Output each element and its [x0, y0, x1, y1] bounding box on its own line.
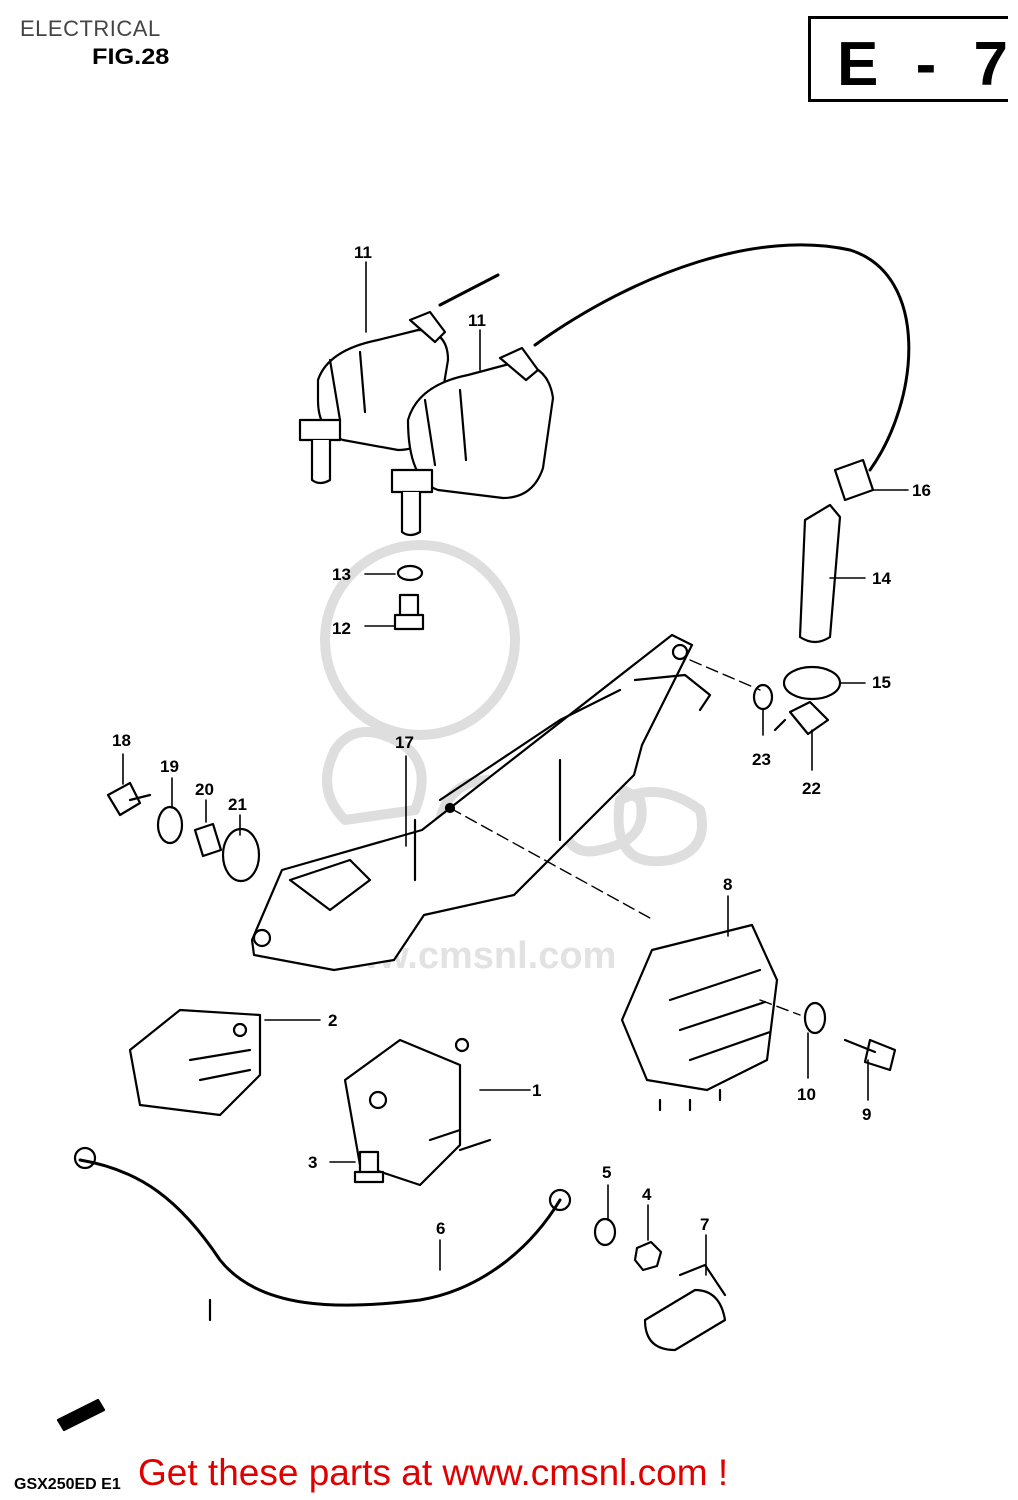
plug-cap-14 [798, 503, 842, 644]
terminal-cap-7 [643, 1263, 727, 1352]
callout-19: 19 [160, 757, 179, 776]
washer-10 [803, 1001, 827, 1035]
section-code: E - 7 [837, 30, 1018, 99]
plug-cap-base-15 [782, 665, 842, 701]
callout-13: 13 [332, 565, 351, 584]
callout-1: 1 [532, 1081, 541, 1100]
front-arrow [56, 1398, 106, 1432]
screw-12 [393, 593, 425, 631]
ignition-coil-front [390, 346, 555, 537]
category-title: ELECTRICAL [20, 16, 161, 41]
callout-20: 20 [195, 780, 214, 799]
nut-4 [633, 1240, 663, 1272]
callout-9: 9 [862, 1105, 871, 1124]
callout-10: 10 [797, 1085, 816, 1104]
spacer-20 [193, 822, 223, 858]
callout-14: 14 [872, 569, 891, 588]
callout-17: 17 [395, 733, 414, 752]
callout-2: 2 [328, 1011, 337, 1030]
callout-5: 5 [602, 1163, 611, 1182]
callout-11a: 11 [354, 243, 372, 262]
callout-23: 23 [752, 750, 771, 769]
washer-13 [396, 564, 424, 582]
battery-cable [78, 1158, 562, 1307]
get-parts-link[interactable]: Get these parts at www.cmsnl.com ! [138, 1452, 729, 1493]
callout-labels: 11 11 16 14 15 13 12 23 22 18 19 20 21 1… [112, 243, 931, 1238]
cushion-21 [221, 827, 261, 883]
bolt-22 [773, 700, 830, 736]
callout-3: 3 [308, 1153, 317, 1172]
parts-diagram: www.cmsnl.com [56, 243, 931, 1432]
callout-4: 4 [642, 1185, 652, 1204]
callout-18: 18 [112, 731, 131, 750]
callout-15: 15 [872, 673, 891, 692]
bolt-18 [106, 781, 152, 817]
model-code: GSX250ED E1 [14, 1476, 121, 1493]
section-code-box: E - 7 [808, 16, 1008, 102]
washer-23 [752, 683, 774, 711]
high-tension-cord [533, 243, 911, 472]
callout-11b: 11 [468, 311, 486, 330]
figure-number: FIG.28 [92, 44, 170, 69]
regulator-rectifier [620, 923, 779, 1112]
starter-relay-2 [128, 1008, 262, 1117]
callout-7: 7 [700, 1215, 709, 1234]
callout-12: 12 [332, 619, 351, 638]
callout-21: 21 [228, 795, 247, 814]
cord-seal-16 [833, 458, 875, 502]
washer-19 [156, 805, 184, 845]
screw-9 [843, 1038, 897, 1072]
washer-5 [593, 1217, 617, 1247]
callout-22: 22 [802, 779, 821, 798]
callout-6: 6 [436, 1219, 445, 1238]
mounting-bracket [250, 633, 712, 972]
callout-8: 8 [723, 875, 732, 894]
screw-3 [353, 1150, 385, 1184]
callout-16: 16 [912, 481, 931, 500]
